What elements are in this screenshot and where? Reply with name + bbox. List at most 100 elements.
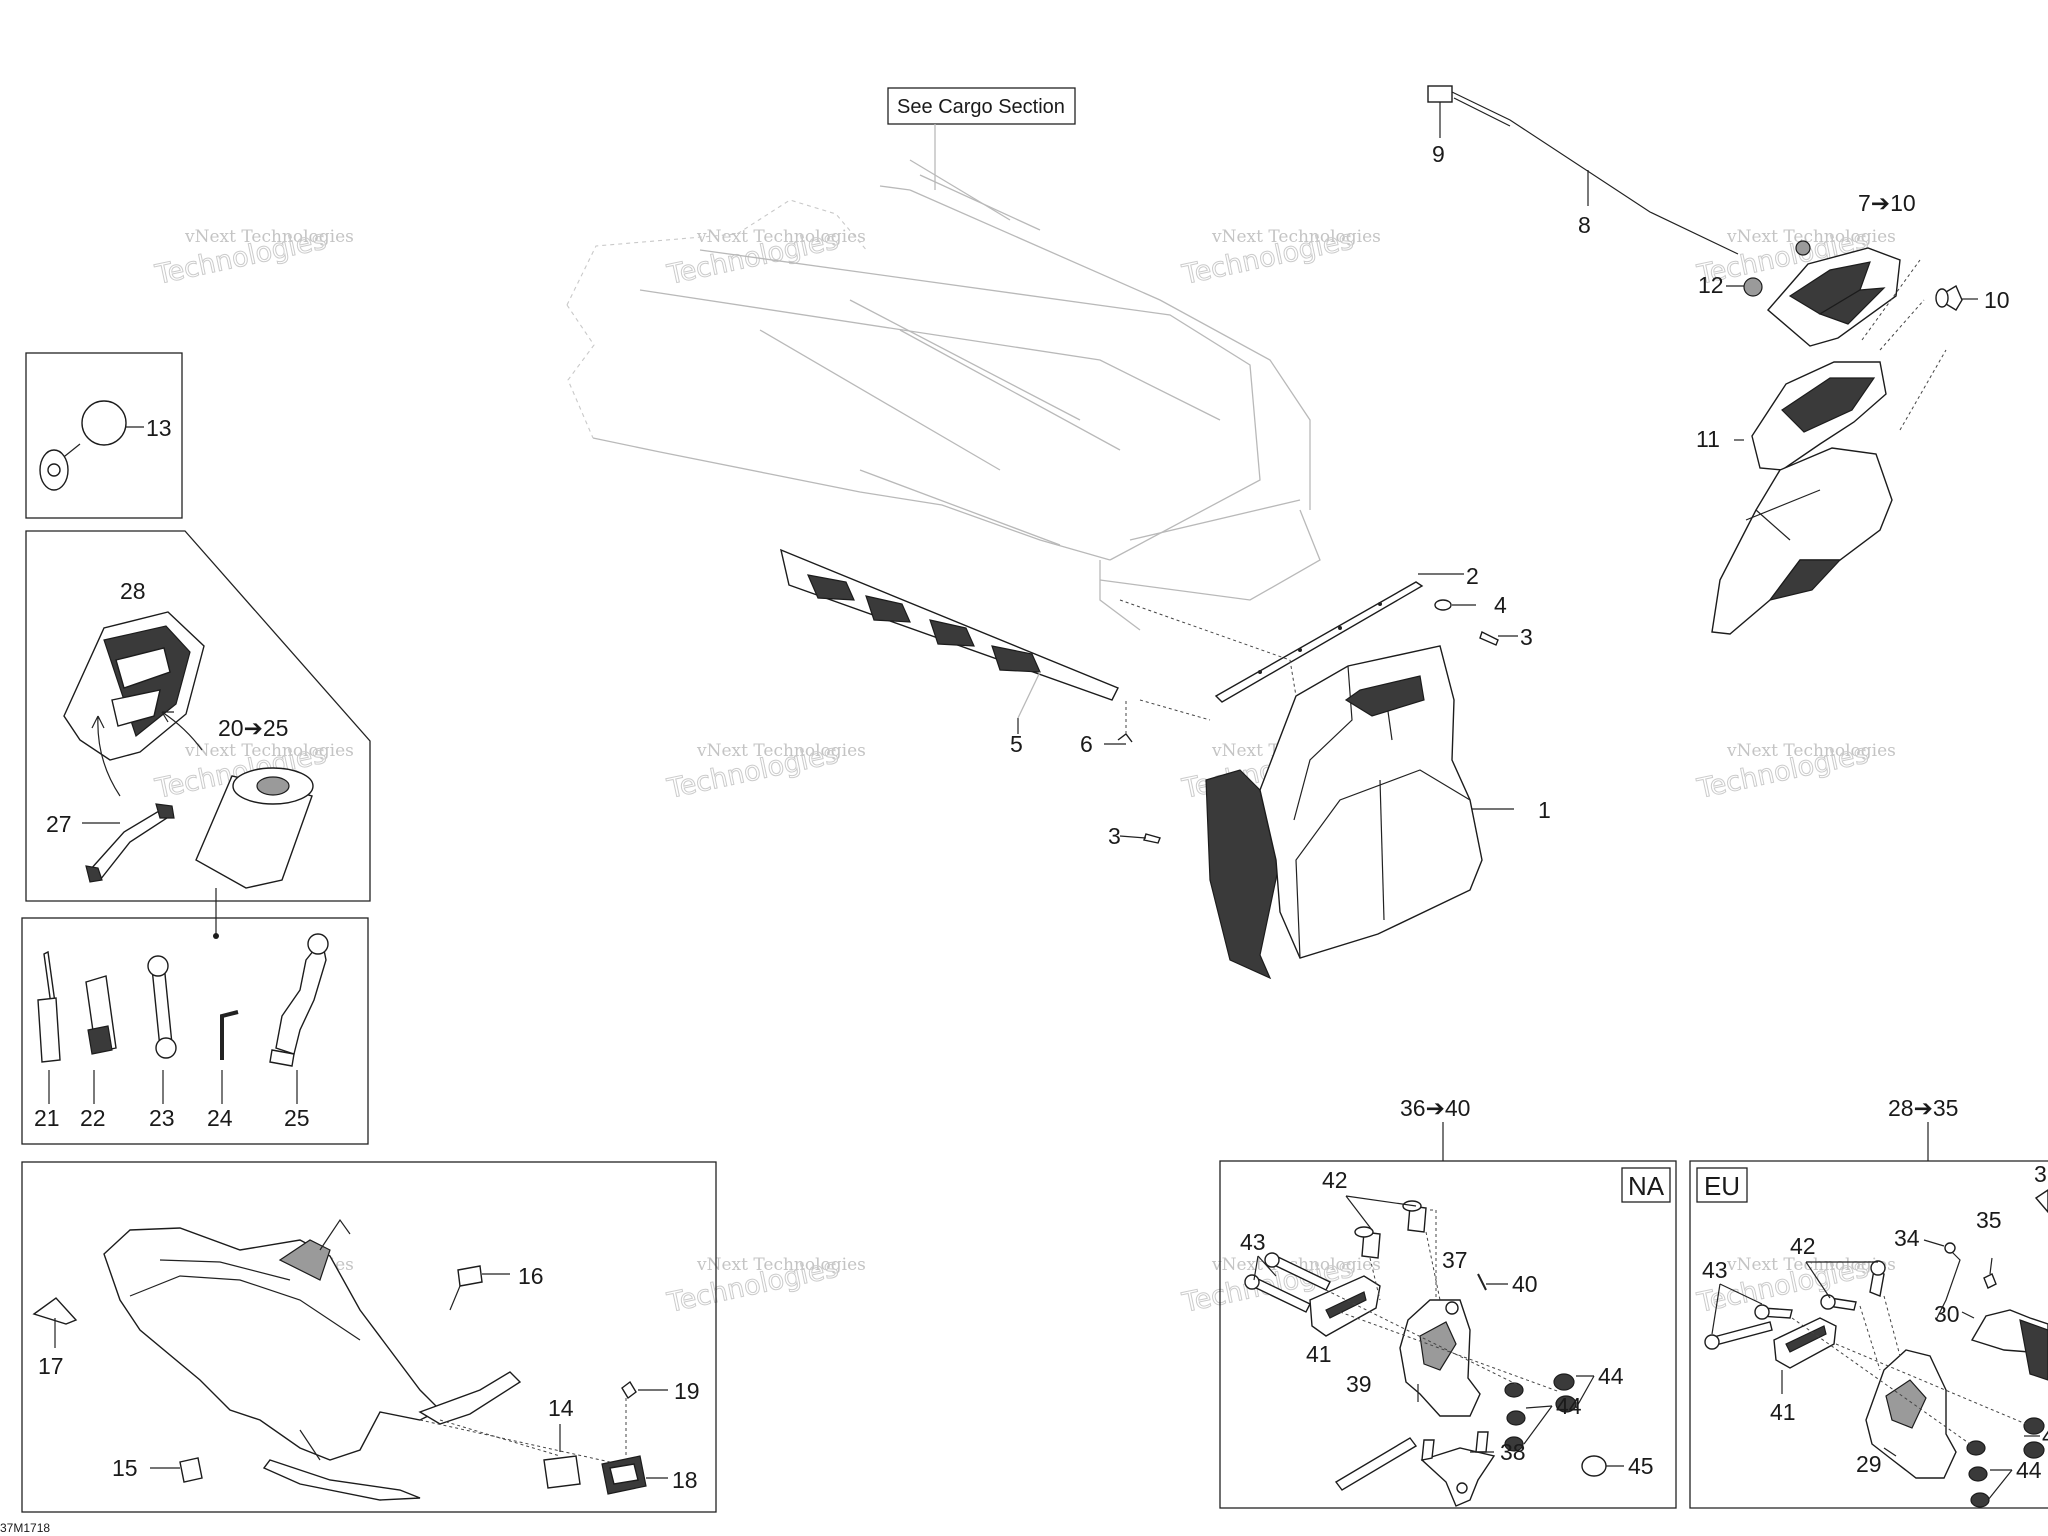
callout-18: 18 <box>672 1467 698 1493</box>
see-cargo-note[interactable]: See Cargo Section <box>887 87 1076 190</box>
assembly-lines-na <box>1325 1209 1561 1393</box>
callout-15: 15 <box>112 1455 138 1481</box>
part-35-clip <box>1983 1273 1997 1289</box>
watermark-text: vNext Technologies <box>184 227 354 247</box>
callout-37: 37 <box>1442 1247 1468 1273</box>
callout-16: 16 <box>518 1263 544 1289</box>
watermark: vNext Technologies Technologies <box>152 224 354 292</box>
callout-4: 4 <box>1494 592 1507 618</box>
callout-10: 10 <box>1984 287 2010 313</box>
diagram-code: 37M1718 <box>0 1521 50 1535</box>
inset-decals-frame <box>21 1161 717 1513</box>
inset-hitch-na[interactable]: NA <box>1219 1122 1677 1509</box>
part-13-mirror <box>81 400 127 446</box>
part-14-sticker <box>543 1455 581 1489</box>
region-tag-na-frame <box>1621 1167 1671 1203</box>
callout-27: 27 <box>46 811 72 837</box>
part-44-nuts <box>1504 1373 1577 1452</box>
region-tag-na: NA <box>1628 1171 1665 1201</box>
callout-25: 25 <box>284 1105 310 1131</box>
watermark: vNext Technologies Technologies <box>664 1252 866 1320</box>
part-34-cable <box>1935 1249 1961 1321</box>
tail-light-assembly <box>1427 85 1963 635</box>
part-1-mud-flap <box>1205 645 1483 980</box>
callout-6: 6 <box>1080 731 1093 757</box>
callout-28-35: 28➔35 <box>1888 1095 1958 1121</box>
part-22-socket <box>85 975 117 1104</box>
callout-24: 24 <box>207 1105 233 1131</box>
callout-19: 19 <box>674 1378 700 1404</box>
callout-42: 42 <box>1790 1233 1816 1259</box>
part-15-decal <box>179 1457 203 1483</box>
watermark-text: vNext Technologies <box>1726 1255 1896 1275</box>
watermark-text: vNext Technologies <box>1726 227 1896 247</box>
watermark-text: vNext Technologies <box>696 741 866 761</box>
callout-3: 3 <box>1108 823 1121 849</box>
leaders-na <box>1253 1195 1624 1467</box>
assembly-lines-flap <box>1119 599 1297 734</box>
callout-3: 3 <box>1520 624 1533 650</box>
inset-13-frame <box>25 352 183 519</box>
inset-tools[interactable] <box>21 917 369 1145</box>
inset-tool-kit-case[interactable] <box>25 530 371 939</box>
inset-hitch-eu[interactable]: EU <box>1689 1122 2048 1509</box>
callout-11: 11 <box>1696 426 1720 452</box>
callout-22: 22 <box>80 1105 106 1131</box>
callout-36-40: 36➔40 <box>1400 1095 1470 1121</box>
callout-41: 41 <box>1770 1399 1796 1425</box>
callout-44: 44 <box>2016 1457 2042 1483</box>
part-40-cotter <box>1477 1273 1487 1291</box>
part-39-pin <box>1334 1437 1418 1491</box>
region-tag-eu: EU <box>1704 1171 1740 1201</box>
part-19-rivet <box>621 1380 637 1400</box>
fasteners-flap <box>1117 599 1499 844</box>
inset-eu-frame <box>1689 1160 2048 1509</box>
part-38-hitch <box>1420 1447 1496 1507</box>
callout-21: 21 <box>34 1105 60 1131</box>
watermark: vNext Technologies Technologies <box>664 738 866 806</box>
cargo-rack-ghost <box>566 159 1321 631</box>
watermark-text: vNext Technologies <box>184 741 354 761</box>
leaders-eu <box>1711 1239 2040 1501</box>
watermarks: vNext Technologies Technologies vNext Te… <box>152 224 1896 1320</box>
callout-43: 43 <box>1702 1257 1728 1283</box>
part-44-nuts-eu <box>1966 1417 2045 1508</box>
part-3-screw <box>1143 833 1161 844</box>
callout-34: 34 <box>1894 1225 1920 1251</box>
callout-14: 14 <box>548 1395 574 1421</box>
callout-41: 41 <box>1306 1341 1332 1367</box>
callout-9: 9 <box>1432 141 1445 167</box>
part-21-screwdriver <box>37 950 61 1104</box>
callout-13: 13 <box>146 415 172 441</box>
callout-5: 5 <box>1010 731 1023 757</box>
part-6-clip <box>1117 733 1133 743</box>
callout-7-10: 7➔10 <box>1858 190 1916 216</box>
watermark: vNext Technologies Technologies <box>664 224 866 292</box>
part-3-screw <box>1479 631 1499 646</box>
inset-decals[interactable] <box>21 1161 717 1513</box>
part-2-strip <box>1214 581 1424 703</box>
callout-39: 39 <box>1346 1371 1372 1397</box>
callout-17: 17 <box>38 1353 64 1379</box>
watermark-text: vNext Technologies <box>696 1255 866 1275</box>
callout-20-25: 20➔25 <box>218 715 288 741</box>
callout-29: 29 <box>1856 1451 1882 1477</box>
part-43-bolts <box>1244 1252 1331 1313</box>
callout-40: 40 <box>1512 1271 1538 1297</box>
callout-38: 38 <box>1500 1439 1526 1465</box>
watermark: vNext Technologies Technologies <box>1179 224 1381 292</box>
part-23-wrench <box>147 955 177 1104</box>
inset-tools-frame <box>21 917 369 1145</box>
inset-na-frame <box>1219 1160 1677 1509</box>
callout-45: 45 <box>1628 1453 1654 1479</box>
callout-28: 28 <box>120 578 146 604</box>
callout-8: 8 <box>1578 212 1591 238</box>
callouts: 1 2 3 3 4 5 6 7➔10 8 9 10 11 12 13 14 15… <box>34 141 2048 1493</box>
inset-case-frame <box>25 530 371 902</box>
callout-12: 12 <box>1698 272 1724 298</box>
part-43-bolts-eu <box>1704 1304 1793 1350</box>
inset-part-13[interactable] <box>25 352 183 519</box>
part-4-washer <box>1434 599 1452 611</box>
